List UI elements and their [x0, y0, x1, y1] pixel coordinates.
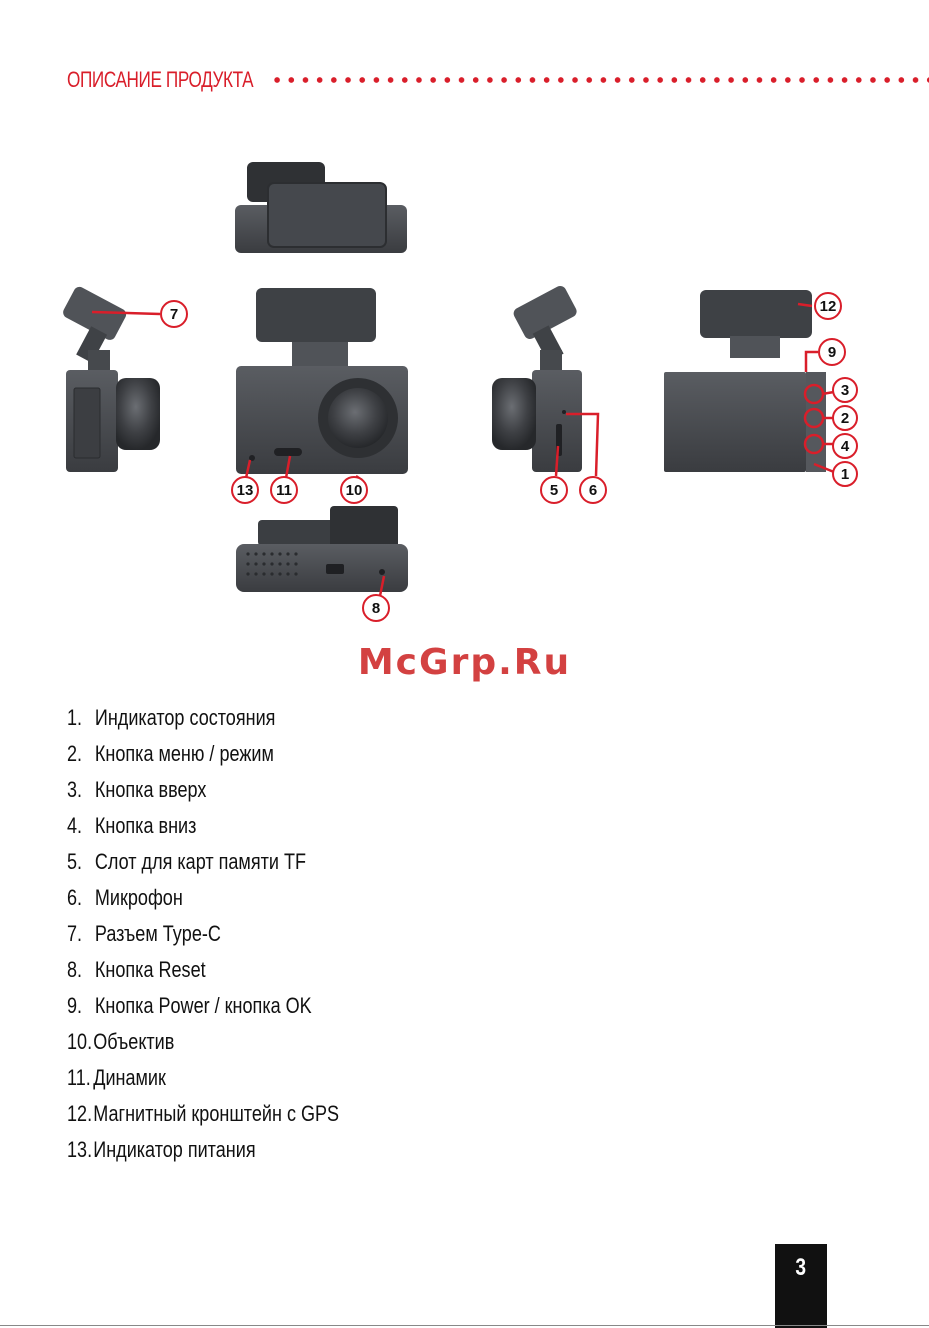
callout-9: 9	[818, 338, 846, 366]
list-item: 5.Слот для карт памяти TF	[67, 849, 306, 874]
section-header: ОПИСАНИЕ ПРОДУКТА	[67, 62, 929, 98]
dotted-rule	[270, 74, 929, 86]
device-top-view	[235, 162, 407, 253]
callout-1: 1	[832, 461, 858, 487]
callout-2: 2	[832, 405, 858, 431]
back-buttons	[803, 383, 825, 455]
list-item: 13.Индикатор питания	[67, 1137, 256, 1162]
list-item: 2.Кнопка меню / режим	[67, 741, 274, 766]
svg-text:5: 5	[550, 482, 558, 499]
device-back-view	[664, 290, 826, 472]
list-item: 10.Объектив	[67, 1029, 175, 1054]
svg-text:2: 2	[841, 410, 849, 427]
svg-text:10: 10	[346, 482, 363, 499]
parts-list: 1.Индикатор состояния 2.Кнопка меню / ре…	[67, 700, 399, 1168]
svg-text:7: 7	[170, 306, 178, 323]
callout-11: 11	[270, 476, 298, 504]
callout-8: 8	[362, 594, 390, 622]
callout-3: 3	[832, 377, 858, 403]
device-left-view	[63, 286, 160, 472]
list-item: 3.Кнопка вверх	[67, 777, 207, 802]
list-item: 7.Разъем Type-C	[67, 921, 221, 946]
callout-5: 5	[540, 476, 568, 504]
list-item: 9.Кнопка Power / кнопка OK	[67, 993, 312, 1018]
callout-4: 4	[832, 433, 858, 459]
device-right-view	[492, 285, 582, 472]
list-item: 4.Кнопка вниз	[67, 813, 197, 838]
svg-text:6: 6	[589, 482, 597, 499]
page-number: 3	[775, 1244, 827, 1328]
svg-text:13: 13	[237, 482, 254, 499]
device-front-view	[236, 288, 408, 474]
svg-text:11: 11	[276, 482, 292, 499]
list-item: 12.Магнитный кронштейн с GPS	[67, 1101, 340, 1126]
callout-7: 7	[160, 300, 188, 328]
list-item: 11.Динамик	[67, 1065, 166, 1090]
callout-13: 13	[231, 476, 259, 504]
svg-text:8: 8	[372, 600, 380, 617]
callout-10: 10	[340, 476, 368, 504]
section-title: ОПИСАНИЕ ПРОДУКТА	[67, 67, 254, 92]
svg-text:12: 12	[820, 298, 837, 315]
svg-text:1: 1	[841, 466, 849, 483]
svg-text:9: 9	[828, 344, 836, 361]
bottom-rule	[0, 1325, 929, 1326]
list-item: 8.Кнопка Reset	[67, 957, 206, 982]
list-item: 1.Индикатор состояния	[67, 705, 276, 730]
svg-text:4: 4	[841, 438, 850, 455]
callout-6: 6	[579, 476, 607, 504]
list-item: 6.Микрофон	[67, 885, 183, 910]
product-diagram: 7 13 11 10 5 6 8 12 9 3 2 4 1	[63, 162, 858, 622]
svg-text:3: 3	[841, 382, 849, 399]
callout-12: 12	[814, 292, 842, 320]
watermark: McGrp.Ru	[357, 642, 572, 683]
device-bottom-view	[236, 506, 408, 592]
